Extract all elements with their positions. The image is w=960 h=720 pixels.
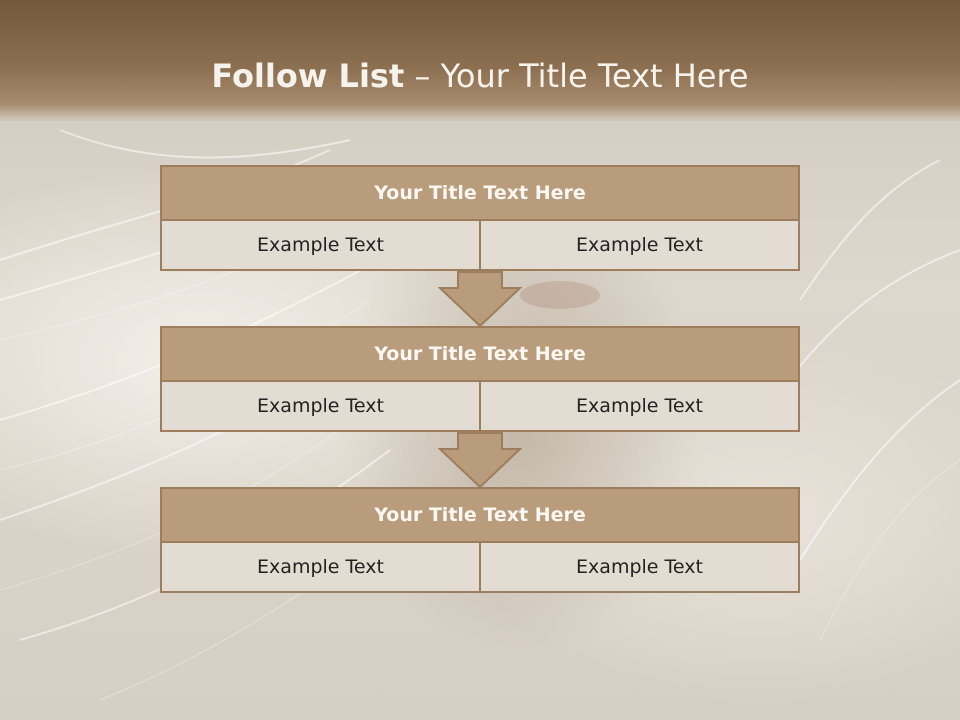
step-left-text: Example Text [160,221,481,271]
title-rest: – Your Title Text Here [404,57,749,95]
header-bar [0,0,960,122]
step-right-text: Example Text [481,221,800,271]
down-arrow-icon [438,271,522,328]
step-right-text: Example Text [481,382,800,432]
title-bold: Follow List [211,57,405,95]
step-box-1: Your Title Text Here Example Text Exampl… [160,165,800,271]
step-box-3: Your Title Text Here Example Text Exampl… [160,487,800,593]
step-left-text: Example Text [160,382,481,432]
slide-title: Follow List – Your Title Text Here [0,56,960,96]
step-title: Your Title Text Here [160,487,800,543]
step-left-text: Example Text [160,543,481,593]
step-title: Your Title Text Here [160,326,800,382]
step-box-2: Your Title Text Here Example Text Exampl… [160,326,800,432]
step-right-text: Example Text [481,543,800,593]
down-arrow-icon [438,432,522,489]
step-title: Your Title Text Here [160,165,800,221]
